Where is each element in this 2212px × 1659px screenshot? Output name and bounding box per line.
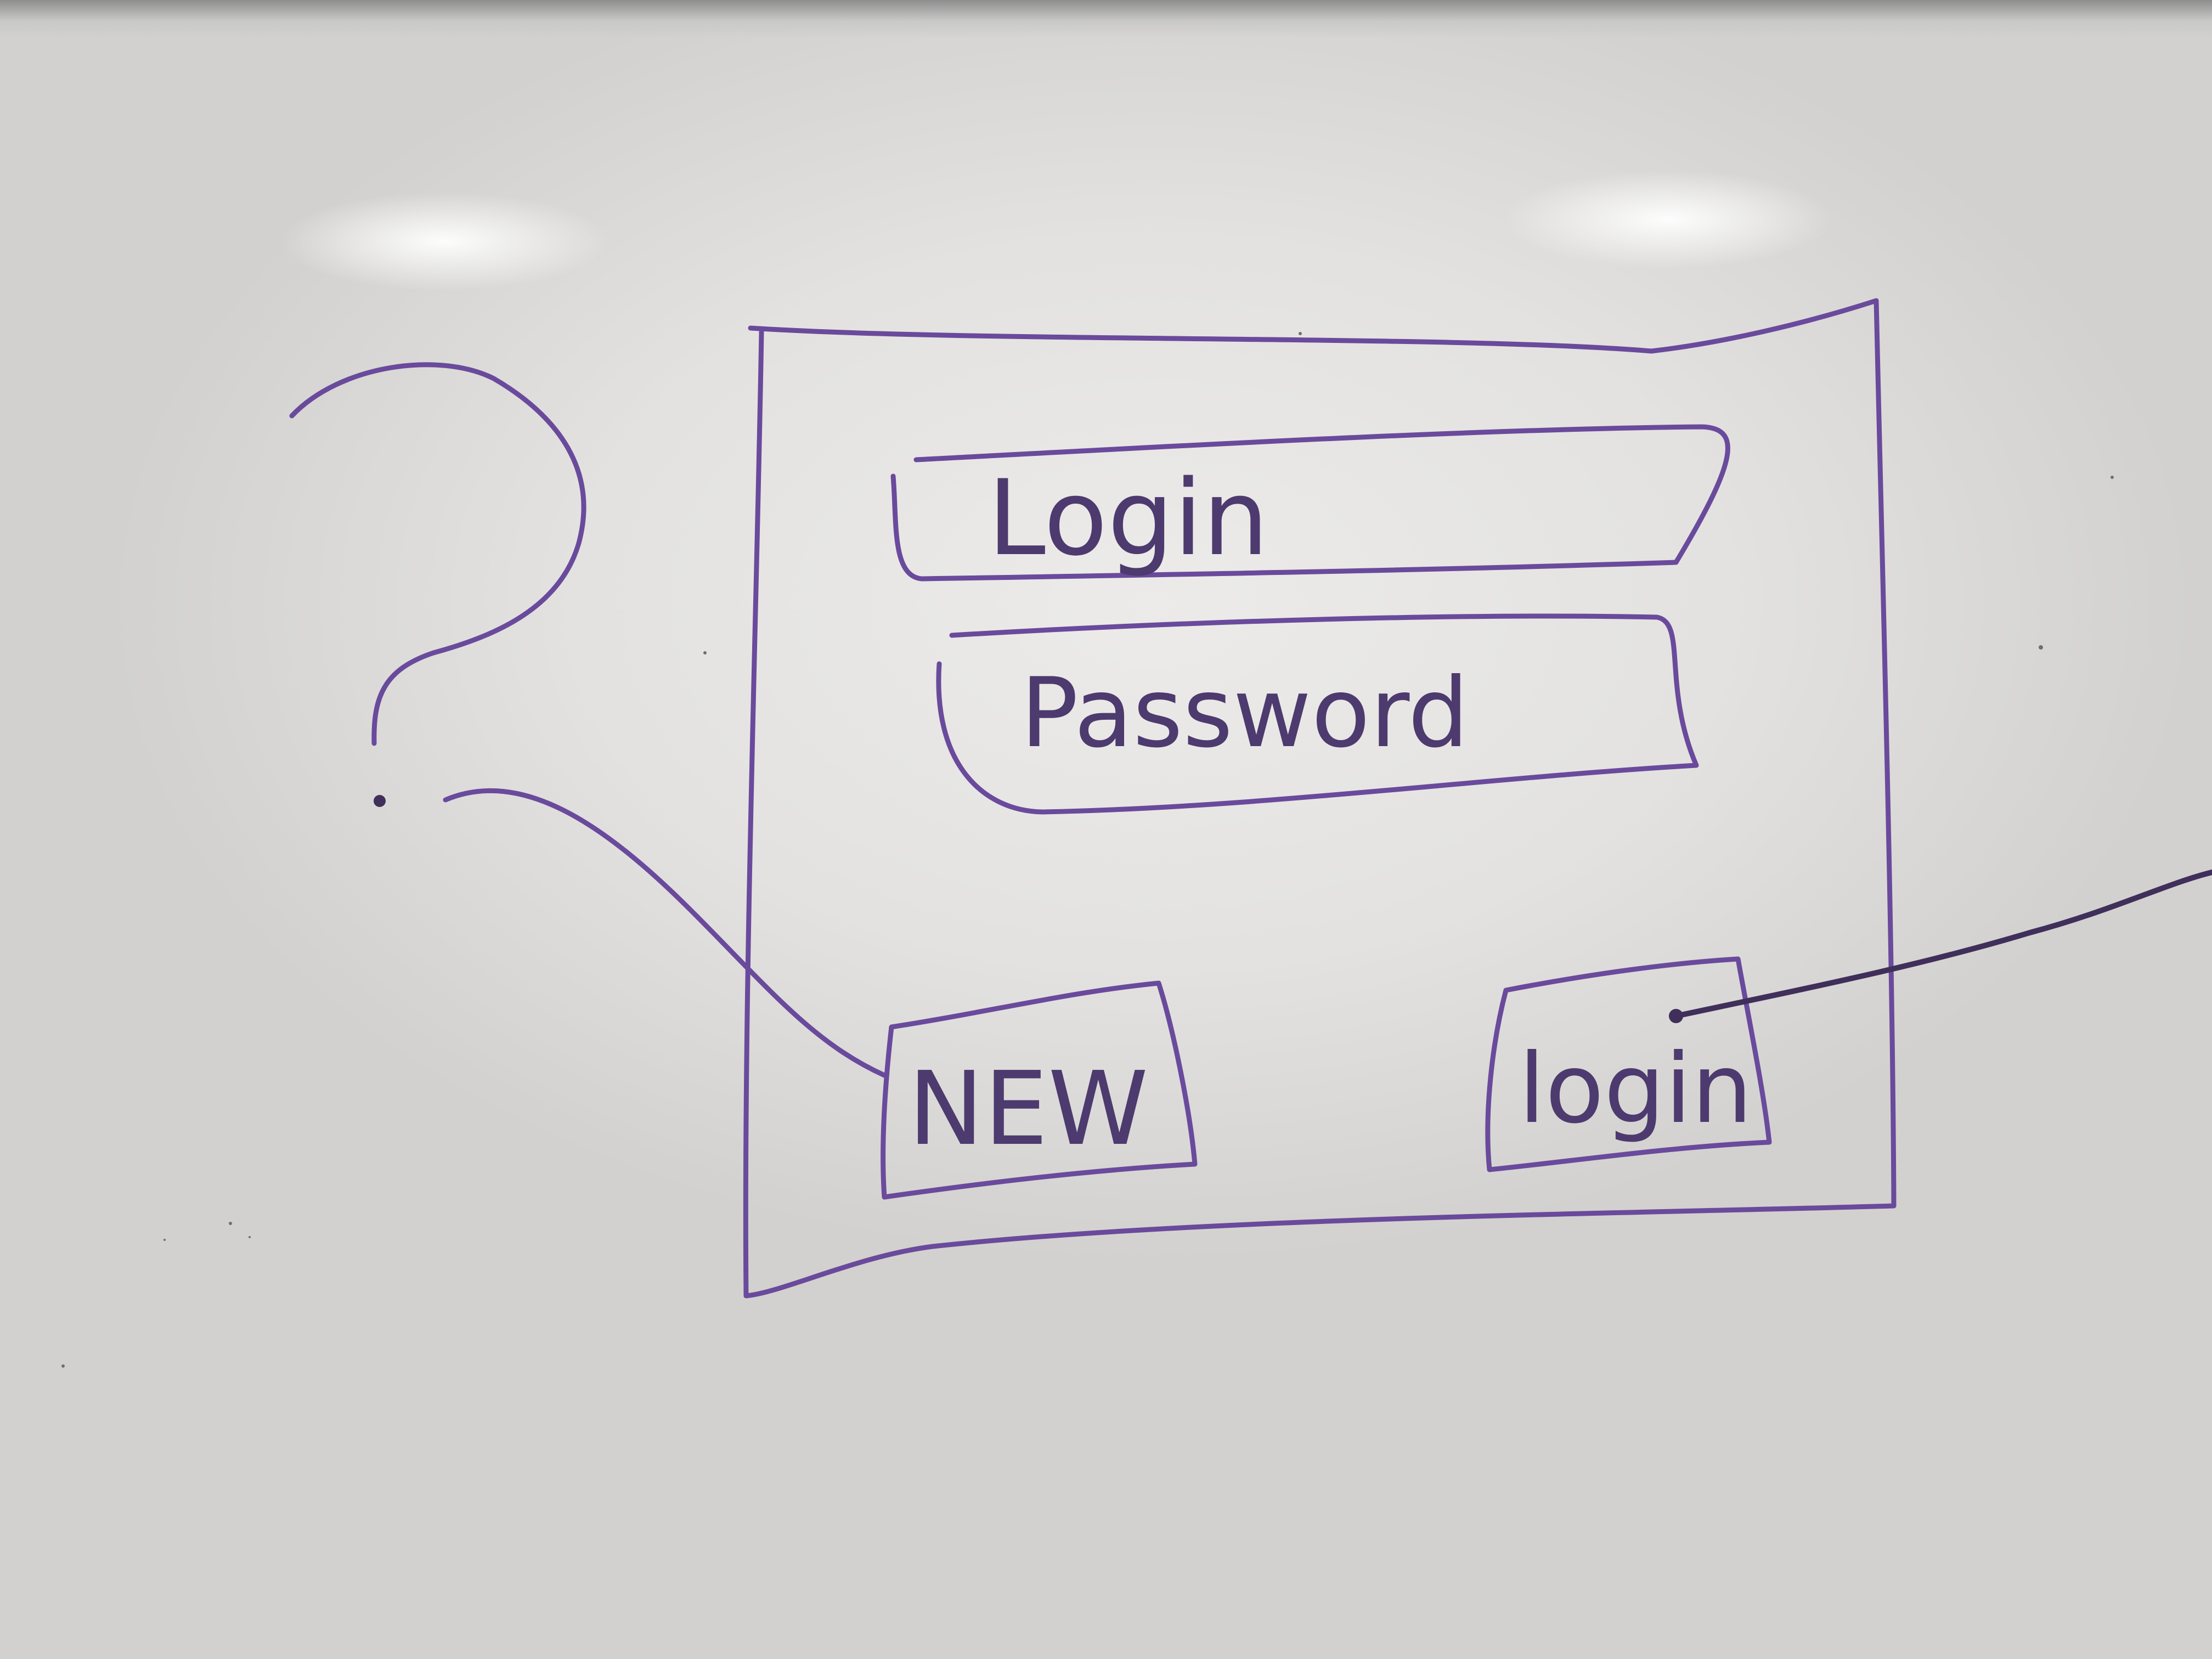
connector-login-offboard [1673,870,2212,1019]
password-field-box [936,613,1699,815]
connector-endpoint-dot [1669,1009,1683,1023]
whiteboard-frame [0,0,2212,38]
question-mark-label: ? [0,0,1,1]
login-field-label: Login [988,458,1269,579]
question-mark-dot [374,795,386,807]
login-button-box [1485,956,1772,1172]
new-button-label: NEW [908,1049,1148,1168]
connector-question-to-new [443,788,887,1078]
screen-frame [743,298,1897,1299]
question-mark-curve [289,362,586,746]
password-field[interactable]: Password [936,613,1699,815]
new-button[interactable]: NEW [881,980,1198,1200]
password-field-label: Password [1020,658,1469,769]
login-field[interactable]: Login [890,424,1730,582]
login-button[interactable]: login [1485,956,1772,1172]
login-button-label: login [1519,1034,1752,1145]
question-mark-annotation [289,362,586,807]
login-field-box [890,424,1730,582]
new-button-box [881,980,1198,1200]
board-smudges [61,332,2114,1368]
